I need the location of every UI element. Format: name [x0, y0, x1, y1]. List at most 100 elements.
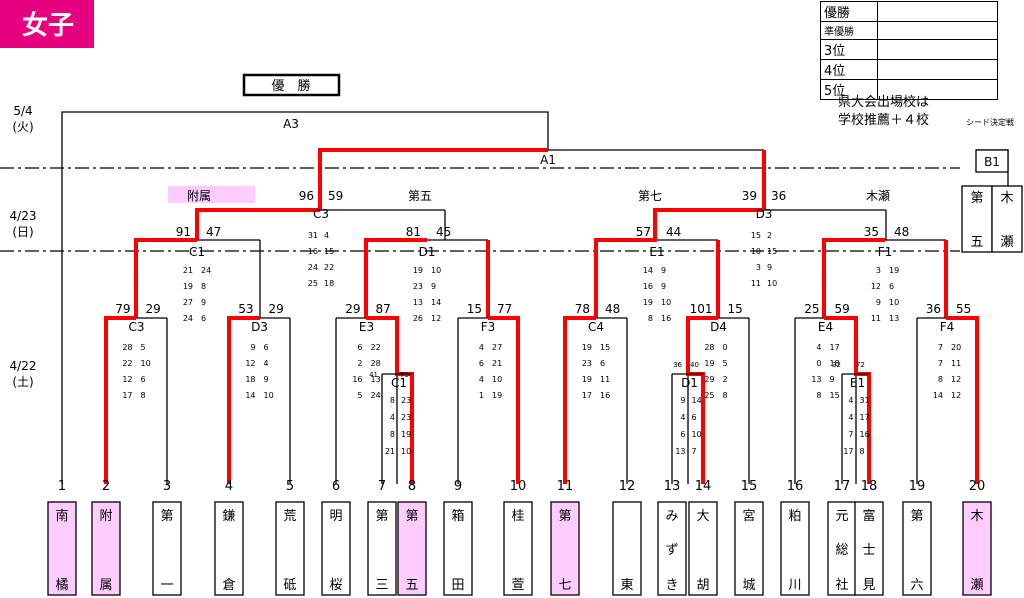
E3-set-4-right: 24 [371, 391, 381, 400]
team-13-name-mid: ず [665, 543, 678, 558]
team-3-name-bottom: 一 [160, 578, 173, 593]
F4-set-3-left: 8 [938, 375, 943, 384]
qf-F1-win-left [822, 238, 885, 318]
C1_low-set-1-left: 8 [390, 396, 395, 405]
title-badge-text: 女子 [22, 10, 74, 41]
seed-b1-box [975, 149, 1009, 173]
D3-set-1-right: 6 [264, 343, 269, 352]
C4-set-1-right: 15 [600, 343, 610, 352]
legend-value-2 [877, 21, 998, 40]
match-D4-label: D4 [710, 320, 727, 334]
C1-set-2-right: 8 [201, 282, 206, 291]
c3-top-set-4-right: 18 [324, 279, 334, 288]
c3-top-set-3-right: 22 [324, 263, 334, 272]
team-box-7 [367, 501, 397, 596]
hl-label-bg-1 [168, 186, 255, 203]
E1_low-set-1-left: 4 [848, 396, 853, 405]
c3-top-set-2-left: 16 [308, 247, 318, 256]
team-number-16: 16 [787, 479, 804, 494]
team-box-11 [550, 501, 580, 596]
C4-score-right: 48 [605, 302, 620, 316]
team-box-9 [443, 501, 473, 596]
match-F3-label: F3 [481, 320, 496, 334]
F4-set-2-left: 7 [938, 359, 943, 368]
F4-score-right: 55 [956, 302, 971, 316]
champion-label: 優 勝 [271, 79, 310, 94]
F1-set-4-right: 13 [889, 314, 899, 323]
D3-set-3-left: 18 [245, 375, 255, 384]
team-number-6: 6 [332, 479, 340, 494]
team-9-name-bottom: 田 [451, 578, 464, 593]
E3-set-1-left: 6 [357, 343, 362, 352]
team-12-name-bottom: 東 [620, 577, 633, 593]
d3-top-set-1-right: 2 [767, 231, 772, 240]
team-18-name-top: 富 [862, 508, 875, 524]
D1_low-set-3-right: 10 [692, 430, 702, 439]
legend-row-2: 準優勝 [820, 21, 878, 40]
E1-set-1-left: 14 [643, 266, 653, 275]
F3-set-1-right: 27 [492, 343, 502, 352]
C3-score-left: 79 [115, 302, 130, 316]
F4-set-3-right: 12 [951, 375, 961, 384]
team-number-12: 12 [619, 479, 636, 494]
match-D1_low-label: D1 [681, 376, 698, 390]
C4-set-1-left: 19 [582, 343, 592, 352]
F4-set-1-right: 20 [951, 343, 961, 352]
E4-set-1-left: 4 [816, 343, 821, 352]
team-6-name-bottom: 桜 [329, 578, 342, 593]
E4-set-2-left: 0 [816, 359, 821, 368]
team-6-name-top: 明 [329, 509, 342, 524]
E3-score-left: 29 [345, 302, 360, 316]
F3-score-left: 15 [467, 302, 482, 316]
F3-set-3-right: 10 [492, 375, 502, 384]
qf-E1-win-left [594, 238, 657, 318]
legend-value-4 [877, 59, 998, 80]
match-F1-label: F1 [878, 245, 893, 259]
legend-value-1 [877, 1, 998, 22]
team-5-name-bottom: 砥 [283, 578, 296, 593]
team-box-5 [275, 501, 305, 596]
E4-set-1-right: 17 [830, 343, 840, 352]
F4-set-1-left: 7 [938, 343, 943, 352]
team-14-name-bottom: 胡 [696, 578, 709, 593]
E3-set-3-right: 13 [371, 375, 381, 384]
E1-set-3-right: 10 [661, 298, 671, 307]
r1-F4-win [946, 316, 979, 484]
E4-set-2-right: 18 [830, 359, 840, 368]
team-11-name-top: 第 [558, 509, 571, 524]
D3-set-4-right: 10 [264, 391, 274, 400]
d3-top-set-2-left: 10 [751, 247, 761, 256]
E3-set-3-left: 16 [352, 375, 362, 384]
E4-set-4-right: 15 [830, 391, 840, 400]
team-14-name-top: 大 [696, 509, 709, 524]
C3-score-right: 29 [146, 302, 161, 316]
match-E1_low-label: E1 [850, 376, 865, 390]
D4-set-3-right: 2 [723, 375, 728, 384]
E3-score-right: 87 [376, 302, 391, 316]
C1-set-3-right: 9 [201, 298, 206, 307]
team-17-name-mid: 総 [835, 543, 848, 558]
team-7-name-bottom: 三 [375, 578, 388, 593]
D1_mid-score-left: 81 [406, 225, 421, 239]
team-18-name-mid: 士 [862, 543, 875, 558]
team-2-name-top: 附 [99, 509, 112, 524]
D1_mid-set-3-right: 14 [431, 298, 441, 307]
legend-row-1: 優勝 [820, 1, 878, 22]
F1-set-1-left: 3 [876, 266, 881, 275]
c3-top-set-2-right: 15 [324, 247, 334, 256]
r1-D3-win [227, 316, 260, 484]
C1_low-set-3-right: 19 [401, 430, 411, 439]
team-20-name-top: 木 [970, 509, 983, 524]
team-number-10: 10 [510, 479, 527, 494]
seed-caption: シード決定戦 [966, 118, 1014, 127]
team-15-name-top: 宮 [742, 508, 755, 524]
legend-note-2: 学校推薦＋４校 [838, 113, 930, 128]
team-15-name-bottom: 城 [742, 578, 755, 593]
team-number-1: 1 [58, 479, 66, 494]
legend-note-1: 県大会出場校は [838, 95, 930, 110]
E1_low-score-right: 72 [856, 361, 865, 369]
E3-set-4-left: 5 [357, 391, 362, 400]
C1_low-set-1-right: 23 [401, 396, 411, 405]
team-10-name-top: 桂 [511, 509, 524, 524]
